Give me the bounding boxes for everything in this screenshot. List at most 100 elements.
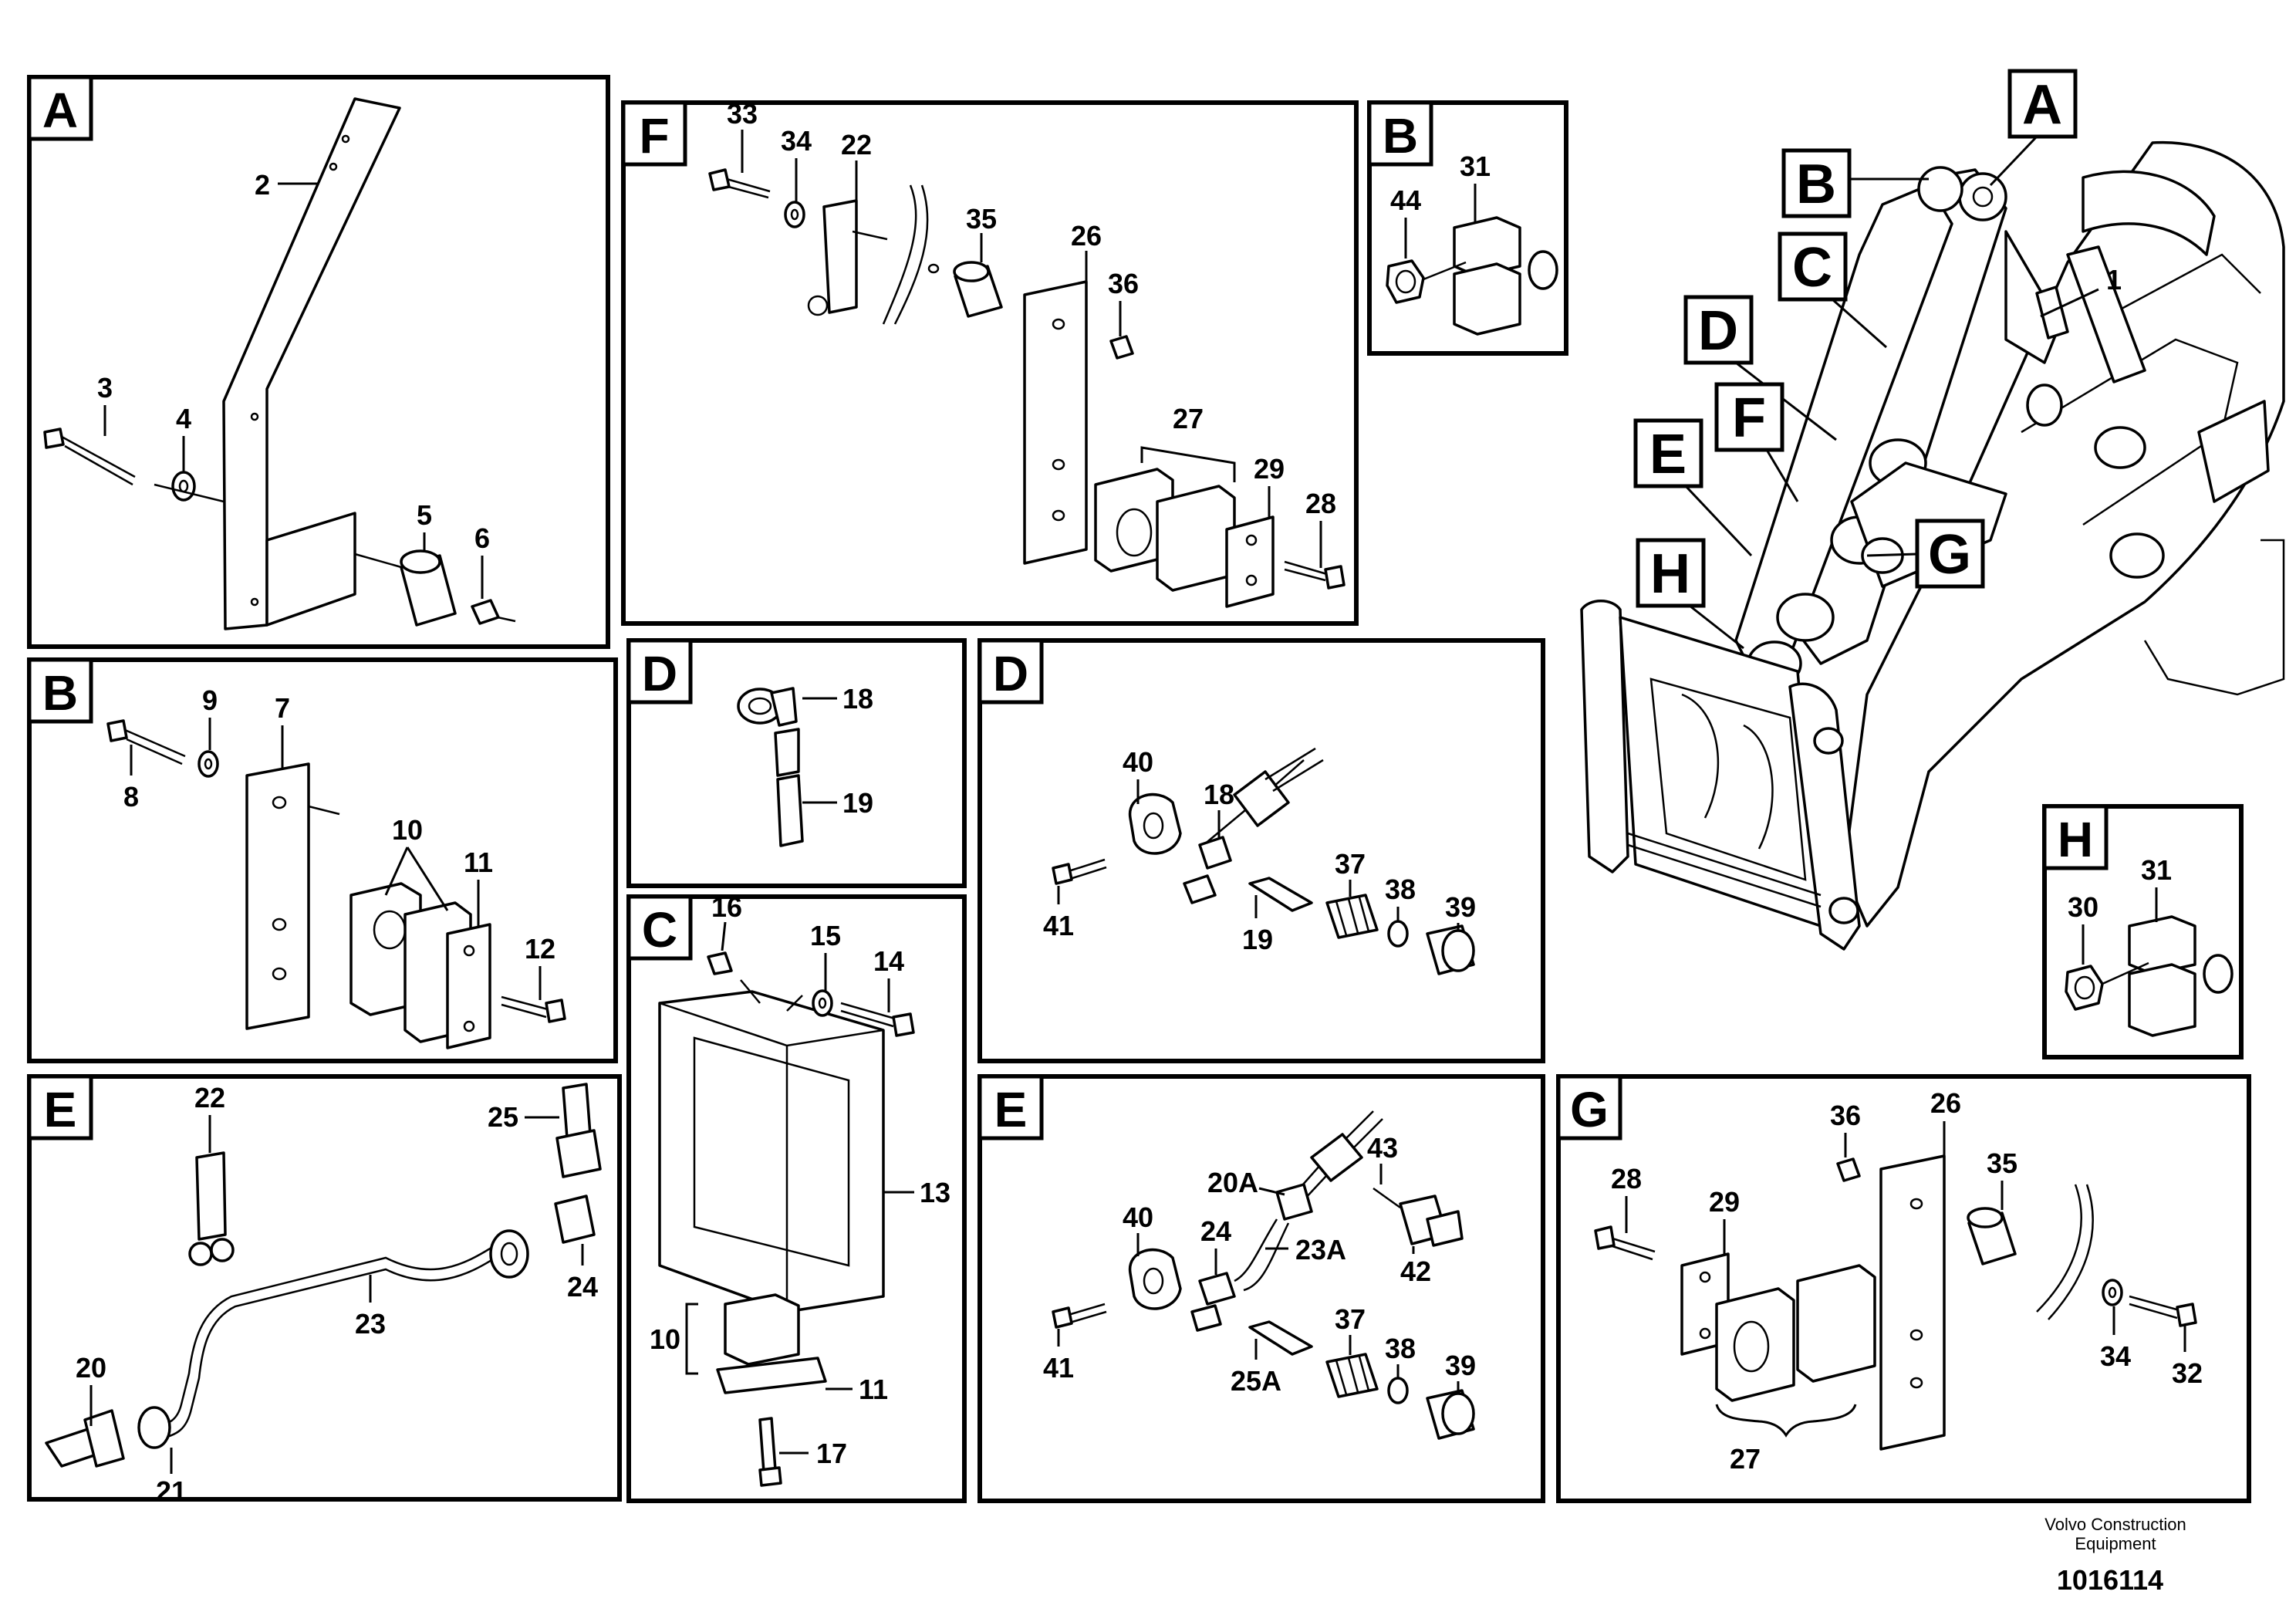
panel-e2-tag: E <box>994 1082 1028 1137</box>
label-32: 32 <box>2172 1357 2203 1389</box>
svg-text:H: H <box>1650 543 1690 605</box>
label-10-c: 10 <box>650 1323 680 1355</box>
label-40-e: 40 <box>1123 1201 1153 1233</box>
label-10-b: 10 <box>392 814 423 846</box>
panel-c-tag: C <box>642 902 677 958</box>
footer: Volvo Construction Equipment 1016114 <box>2044 1515 2186 1596</box>
label-38-e: 38 <box>1385 1333 1416 1364</box>
label-44: 44 <box>1390 184 1421 216</box>
label-8: 8 <box>123 781 139 813</box>
label-11-c: 11 <box>859 1374 888 1405</box>
label-17: 17 <box>816 1438 847 1469</box>
svg-text:A: A <box>2022 74 2062 136</box>
label-26: 26 <box>1071 220 1102 252</box>
panel-d-small: D 18 19 <box>626 638 967 888</box>
overview-tag-d: D <box>1683 295 1837 441</box>
label-23: 23 <box>355 1308 386 1340</box>
panel-g: G 36 26 35 28 29 34 <box>1556 1074 2251 1503</box>
document-number: 1016114 <box>2057 1564 2163 1596</box>
label-35-g: 35 <box>1987 1147 2017 1179</box>
label-25: 25 <box>488 1101 518 1133</box>
label-16: 16 <box>711 891 742 923</box>
panel-a-tag: A <box>42 83 78 138</box>
svg-text:E: E <box>1649 424 1687 485</box>
panel-a: A 2 3 4 5 6 <box>27 75 610 649</box>
panel-g-tag: G <box>1570 1082 1609 1137</box>
label-30: 30 <box>2068 891 2098 923</box>
overview-tag-g: G <box>1866 519 1985 589</box>
label-33: 33 <box>727 98 758 130</box>
label-19-dsmall: 19 <box>842 787 873 819</box>
overview-tag-c: C <box>1778 231 1887 349</box>
overview-tag-f: F <box>1714 382 1799 502</box>
label-20a: 20A <box>1207 1167 1258 1198</box>
label-34: 34 <box>781 125 812 157</box>
credit-line-1: Volvo Construction <box>2044 1515 2186 1534</box>
label-31-h: 31 <box>2141 854 2172 886</box>
label-1: 1 <box>2106 264 2122 296</box>
label-18-d: 18 <box>1204 779 1234 810</box>
panel-d-tag: D <box>993 646 1028 701</box>
overview-tag-a: A <box>1989 69 2078 187</box>
overview-tag-e: E <box>1633 418 1753 557</box>
svg-text:D: D <box>1698 300 1738 362</box>
overview-tag-b: B <box>1781 148 1929 218</box>
panel-b-small-tag: B <box>1383 108 1418 164</box>
label-43: 43 <box>1367 1132 1398 1164</box>
label-23a: 23A <box>1295 1234 1346 1265</box>
label-21: 21 <box>156 1475 187 1507</box>
label-41-d: 41 <box>1043 910 1074 941</box>
panel-e2: E 20A 43 40 24 <box>977 1074 1545 1503</box>
label-3: 3 <box>97 372 113 404</box>
label-39-d: 39 <box>1445 891 1476 923</box>
label-11-b: 11 <box>464 846 493 878</box>
label-39-e: 39 <box>1445 1350 1476 1381</box>
label-19-d: 19 <box>1242 924 1273 955</box>
label-22-e: 22 <box>194 1082 225 1113</box>
label-20: 20 <box>76 1352 106 1384</box>
svg-text:C: C <box>1792 237 1832 299</box>
panel-e-tag: E <box>44 1082 77 1137</box>
panel-b-small: B 31 44 <box>1367 100 1568 356</box>
credit-line-2: Equipment <box>2075 1534 2156 1553</box>
label-28-g: 28 <box>1611 1163 1642 1195</box>
label-18-dsmall: 18 <box>842 683 873 715</box>
label-26-g: 26 <box>1930 1087 1961 1119</box>
label-31-b: 31 <box>1460 150 1491 182</box>
svg-text:B: B <box>1796 154 1836 215</box>
label-24-e2: 24 <box>1200 1215 1231 1247</box>
label-12: 12 <box>525 933 555 965</box>
panel-c: C 16 15 14 13 10 11 17 <box>626 891 967 1503</box>
label-28: 28 <box>1305 488 1336 519</box>
label-38-d: 38 <box>1385 874 1416 905</box>
label-34-g: 34 <box>2100 1340 2131 1372</box>
label-40-d: 40 <box>1123 746 1153 778</box>
label-42: 42 <box>1400 1255 1431 1287</box>
label-5: 5 <box>417 499 432 531</box>
label-9: 9 <box>202 684 218 716</box>
label-35: 35 <box>966 203 997 235</box>
label-2: 2 <box>255 169 270 201</box>
label-27-g: 27 <box>1730 1443 1761 1475</box>
label-6: 6 <box>474 522 490 554</box>
label-4: 4 <box>176 403 191 434</box>
label-41-e: 41 <box>1043 1352 1074 1384</box>
label-13: 13 <box>920 1177 950 1208</box>
overview-tag-h: H <box>1636 538 1744 650</box>
label-15: 15 <box>810 920 841 951</box>
label-29-g: 29 <box>1709 1186 1740 1218</box>
label-37-e: 37 <box>1335 1303 1366 1335</box>
label-14: 14 <box>873 945 904 977</box>
label-7: 7 <box>275 692 290 724</box>
svg-text:F: F <box>1732 387 1766 449</box>
label-37-d: 37 <box>1335 848 1366 880</box>
panel-h-small: H 30 31 <box>2042 804 2244 1059</box>
label-36-g: 36 <box>1830 1100 1861 1131</box>
label-24-e: 24 <box>567 1271 598 1303</box>
panel-h-tag: H <box>2058 812 2093 867</box>
panel-b: B 9 7 8 10 11 12 <box>27 657 618 1063</box>
label-36: 36 <box>1108 268 1139 299</box>
label-22: 22 <box>841 129 872 161</box>
svg-text:G: G <box>1928 524 1971 586</box>
